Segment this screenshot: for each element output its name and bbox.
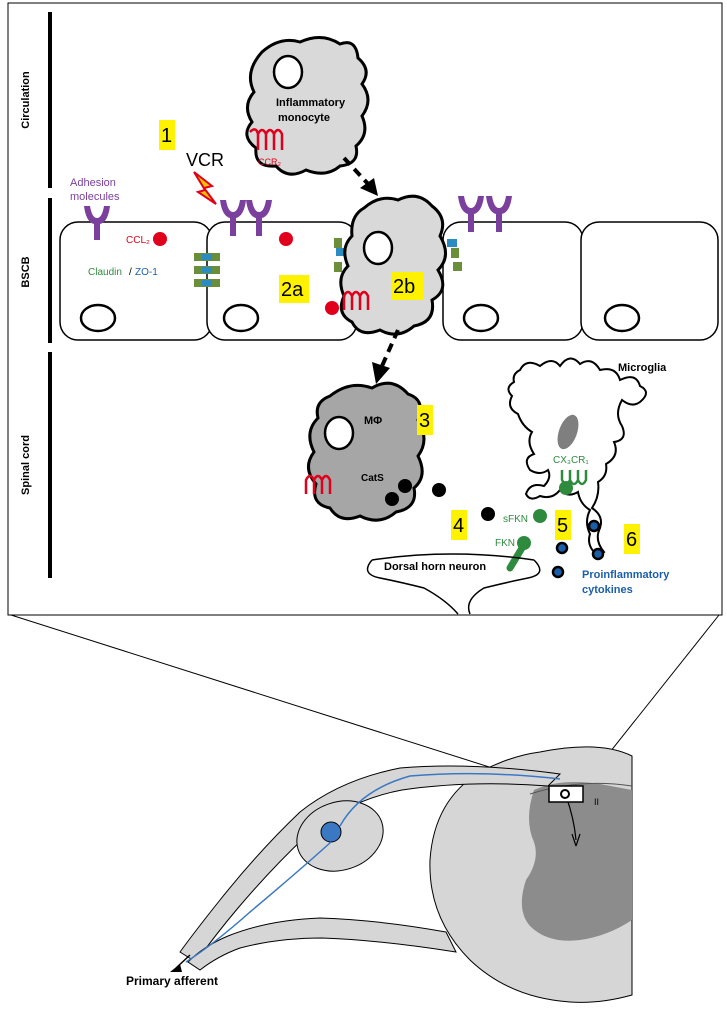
step-1-badge <box>159 120 175 150</box>
sfkn-label: sFKN <box>503 514 528 525</box>
step-2a-label: 2a <box>281 279 304 301</box>
step-4-badge <box>451 510 467 540</box>
monocyte-nucleus <box>272 54 304 90</box>
claudin-label: Claudin <box>88 267 122 278</box>
ccr2-label: CCR₂ <box>258 157 281 167</box>
step-6-label: 6 <box>626 529 637 551</box>
cats-label: CatS <box>361 473 384 484</box>
monocyte-label-line2: monocyte <box>278 112 330 124</box>
sfkn-dot <box>533 509 547 523</box>
cytokines-label-line2: cytokines <box>582 584 633 596</box>
arrow-infiltration <box>380 329 400 367</box>
monocyte-label-line1: Inflammatory <box>276 97 346 109</box>
cytokine-dots <box>551 519 605 579</box>
step-2a-badge <box>279 275 309 303</box>
fkn-head-dot <box>517 536 531 550</box>
macrophage-nucleus <box>323 415 355 451</box>
dorsal-horn-lamina <box>529 782 633 795</box>
vcr-label: VCR <box>186 150 224 170</box>
ventral-root <box>187 917 457 971</box>
step-4-label: 4 <box>453 515 464 537</box>
step-5-badge <box>555 510 571 540</box>
drg-neuron-soma <box>320 821 342 843</box>
adhesion-label-line1: Adhesion <box>70 177 116 189</box>
fkn-bound-dot <box>559 481 573 495</box>
step-1-label: 1 <box>161 125 172 147</box>
transmigrating-nucleus <box>362 230 394 266</box>
endothelial-cell-4 <box>580 221 719 341</box>
arrow-extravasation <box>342 156 372 188</box>
arrow-extravasation-head <box>360 178 378 196</box>
ccl2-dot-2 <box>279 232 293 246</box>
cathepsin-s-dots <box>385 479 495 521</box>
fkn-label: FKN <box>495 538 515 549</box>
step-3-label: 3 <box>419 410 430 432</box>
zo1-label: ZO-1 <box>135 267 158 278</box>
primary-afferent-axon <box>185 772 561 963</box>
adhesion-label-line2: molecules <box>70 191 120 203</box>
tight-junction-opened <box>334 238 462 272</box>
macrophage-label: MΦ <box>364 415 382 427</box>
cytokines-label-line1: Proinflammatory <box>582 569 670 581</box>
zoom-line-left <box>10 614 550 787</box>
lightning-bolt-icon <box>193 171 217 205</box>
microglia-nucleus <box>557 414 579 450</box>
primary-afferent-arrow-head <box>170 964 182 972</box>
ccr2-receptor-2b-icon <box>342 290 370 310</box>
endothelial-nucleus-3 <box>462 303 500 333</box>
endothelial-nucleus-2 <box>222 303 260 333</box>
dorsal-horn-neuron <box>366 553 541 615</box>
ccl2-label: CCL₂ <box>126 235 150 246</box>
ccl2-bound-dot <box>325 301 339 315</box>
lamina-ii-label: II <box>594 797 599 807</box>
claudin-slash: / <box>129 267 132 278</box>
transmigrating-monocyte-cell <box>339 194 447 336</box>
step-3-badge <box>417 405 433 435</box>
adhesion-molecule-icon <box>84 196 512 240</box>
primary-afferent-label: Primary afferent <box>126 974 218 988</box>
region-label-spinal-cord: Spinal cord <box>20 435 32 495</box>
endothelial-nucleus-1 <box>79 303 117 333</box>
microglia-label: Microglia <box>618 362 667 374</box>
ccl2-dot-1 <box>153 232 167 246</box>
ccr2-receptor-icon <box>249 128 284 150</box>
step-5-label: 5 <box>557 515 568 537</box>
dorsal-horn-neuron-label: Dorsal horn neuron <box>384 561 486 573</box>
endothelial-nucleus-4 <box>603 303 641 333</box>
arrow-infiltration-head <box>372 362 390 384</box>
cx3cr1-label: CX₃CR₁ <box>553 455 589 466</box>
step-2b-label: 2b <box>393 276 415 298</box>
macrophage-cell <box>307 381 426 522</box>
step-2b-badge <box>391 272 423 300</box>
zoom-box-marker <box>560 789 570 799</box>
grey-matter <box>521 782 632 941</box>
ccr2-receptor-macrophage-icon <box>304 474 332 494</box>
region-label-circulation: Circulation <box>20 71 32 129</box>
tight-junction-left <box>194 253 220 287</box>
step-6-badge <box>624 524 640 554</box>
region-label-bscb: BSCB <box>20 256 32 287</box>
